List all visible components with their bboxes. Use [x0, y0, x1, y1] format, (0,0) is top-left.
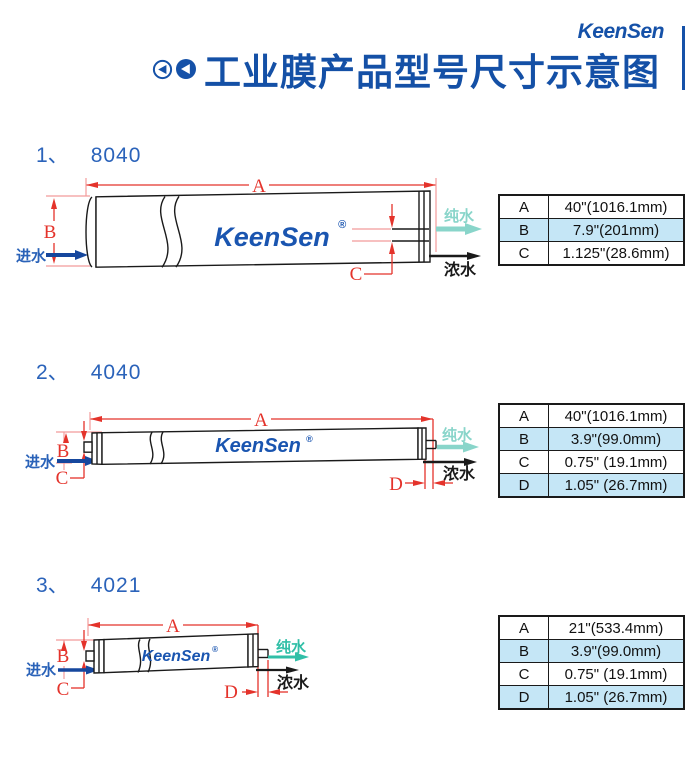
brand-logo-on-element: KeenSen — [215, 435, 301, 457]
permeate-label: 纯水 — [442, 426, 473, 444]
break-line — [160, 431, 165, 465]
membrane-drawing-4021: A B C 进水 KeenSen ® D 纯水 浓水 — [26, 616, 310, 703]
break-line — [137, 639, 142, 673]
dim-value: 40"(1016.1mm) — [548, 194, 685, 219]
dim-value: 21"(533.4mm) — [548, 615, 685, 640]
dim-key: B — [498, 427, 549, 451]
feed-port-stub — [83, 441, 93, 453]
table-row: D 1.05" (26.7mm) — [498, 473, 685, 498]
membrane-drawing-4040: A B C 进水 KeenSen ® D 纯水 浓水 — [25, 410, 479, 495]
section-index: 3、 — [36, 574, 69, 597]
page-header: 工业膜产品型号尺寸示意图 — [152, 47, 660, 93]
table-row: A 21"(533.4mm) — [498, 615, 685, 640]
registered-mark: ® — [306, 434, 313, 444]
title-accent-bar — [682, 26, 685, 90]
dim-key: B — [498, 639, 549, 663]
dim-key: A — [498, 403, 549, 428]
left-end-cap — [85, 196, 93, 268]
rewind-solid-icon — [176, 59, 196, 79]
dimension-table-8040: A 40"(1016.1mm) B 7.9"(201mm) C 1.125"(2… — [498, 194, 685, 266]
permeate-label: 纯水 — [276, 638, 307, 656]
break-line — [173, 195, 183, 268]
break-line — [147, 638, 152, 673]
dim-label-c: C — [350, 264, 363, 285]
membrane-drawing-8040: A B 进水 KeenSen ® C 纯水 浓水 — [16, 176, 482, 285]
table-row: C 1.125"(28.6mm) — [498, 241, 685, 266]
dim-value: 1.05" (26.7mm) — [548, 473, 685, 498]
feed-port-stub — [85, 650, 95, 662]
table-row: A 40"(1016.1mm) — [498, 194, 685, 219]
dim-value: 0.75" (19.1mm) — [548, 662, 685, 686]
title-icons — [152, 58, 197, 80]
concentrate-label: 浓水 — [443, 464, 476, 483]
dim-value: 40"(1016.1mm) — [548, 403, 685, 428]
feed-label: 进水 — [26, 661, 57, 679]
dim-value: 1.125"(28.6mm) — [548, 241, 685, 266]
dim-label-d: D — [389, 474, 403, 495]
registered-mark: ® — [212, 645, 218, 654]
section-index: 1、 — [36, 144, 69, 167]
table-row: B 3.9"(99.0mm) — [498, 427, 685, 451]
break-line — [159, 196, 169, 268]
brand-logo-on-element: KeenSen — [214, 222, 330, 252]
dim-label-b: B — [44, 222, 57, 243]
dim-value: 7.9"(201mm) — [548, 218, 685, 242]
dimension-table-4021: A 21"(533.4mm) B 3.9"(99.0mm) C 0.75" (1… — [498, 615, 685, 710]
dim-label-b: B — [57, 441, 70, 462]
table-row: D 1.05" (26.7mm) — [498, 685, 685, 710]
section-model: 4021 — [90, 574, 142, 597]
section-label-8040: 1、 8040 — [36, 139, 141, 169]
brand-logo: KeenSen — [577, 20, 665, 43]
dim-key: D — [498, 685, 549, 710]
section-index: 2、 — [36, 361, 69, 384]
dim-value: 1.05" (26.7mm) — [548, 685, 685, 710]
membrane-body — [95, 190, 431, 268]
concentrate-label: 浓水 — [444, 260, 477, 279]
registered-mark: ® — [338, 219, 347, 231]
dim-label-b: B — [57, 646, 70, 667]
dimension-table-4040: A 40"(1016.1mm) B 3.9"(99.0mm) C 0.75" (… — [498, 403, 685, 498]
dim-key: C — [498, 241, 549, 266]
dim-key: D — [498, 473, 549, 498]
section-model: 8040 — [90, 144, 142, 167]
dim-value: 3.9"(99.0mm) — [548, 427, 685, 451]
table-row: B 7.9"(201mm) — [498, 218, 685, 242]
permeate-label: 纯水 — [444, 207, 475, 225]
dim-key: C — [498, 450, 549, 474]
table-row: A 40"(1016.1mm) — [498, 403, 685, 428]
break-line — [149, 431, 154, 465]
dim-label-c: C — [56, 468, 69, 489]
table-row: C 0.75" (19.1mm) — [498, 450, 685, 474]
dim-label-a: A — [166, 616, 180, 637]
feed-label: 进水 — [16, 247, 47, 265]
rewind-outline-icon — [152, 59, 173, 79]
feed-label: 进水 — [25, 453, 56, 471]
section-label-4040: 2、 4040 — [36, 356, 141, 386]
section-model: 4040 — [90, 361, 142, 384]
dim-key: A — [498, 615, 549, 640]
section-label-4021: 3、 4021 — [36, 569, 141, 599]
page-title: 工业膜产品型号尺寸示意图 — [204, 52, 660, 93]
dim-key: B — [498, 218, 549, 242]
dim-label-a: A — [252, 176, 266, 197]
dim-value: 0.75" (19.1mm) — [548, 450, 685, 474]
dim-value: 3.9"(99.0mm) — [548, 639, 685, 663]
brand-logo-on-element: KeenSen — [142, 648, 211, 665]
dim-key: A — [498, 194, 549, 219]
dim-label-c: C — [57, 679, 70, 700]
table-row: B 3.9"(99.0mm) — [498, 639, 685, 663]
dim-key: C — [498, 662, 549, 686]
dim-label-d: D — [224, 682, 238, 703]
concentrate-label: 浓水 — [277, 673, 310, 692]
dim-label-a: A — [254, 410, 268, 431]
table-row: C 0.75" (19.1mm) — [498, 662, 685, 686]
